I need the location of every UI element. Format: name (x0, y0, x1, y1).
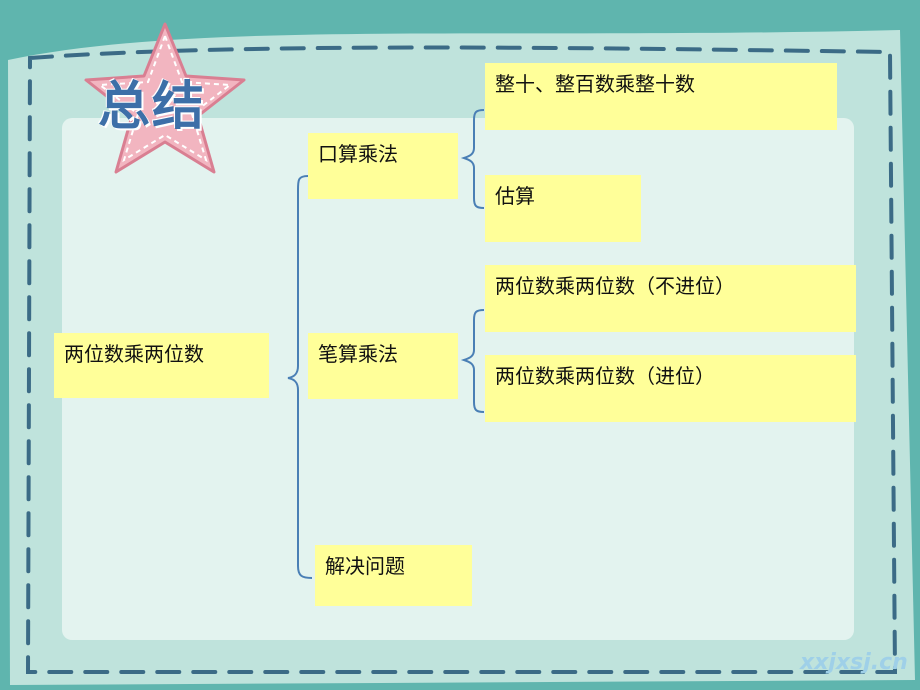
root-node: 两位数乘两位数 (54, 333, 269, 398)
star-icon (84, 22, 246, 174)
leaf-estimation: 估算 (485, 175, 641, 242)
watermark: xxjxsj.cn (800, 650, 908, 675)
branch-problem-solving: 解决问题 (315, 545, 472, 606)
branch-written-multiplication: 笔算乘法 (308, 333, 458, 399)
leaf-tens-hundreds: 整十、整百数乘整十数 (485, 63, 837, 130)
leaf-no-carry: 两位数乘两位数（不进位） (485, 265, 856, 332)
branch-oral-multiplication: 口算乘法 (308, 133, 458, 199)
leaf-with-carry: 两位数乘两位数（进位） (485, 355, 856, 422)
slide-title: 总结 (98, 77, 207, 137)
